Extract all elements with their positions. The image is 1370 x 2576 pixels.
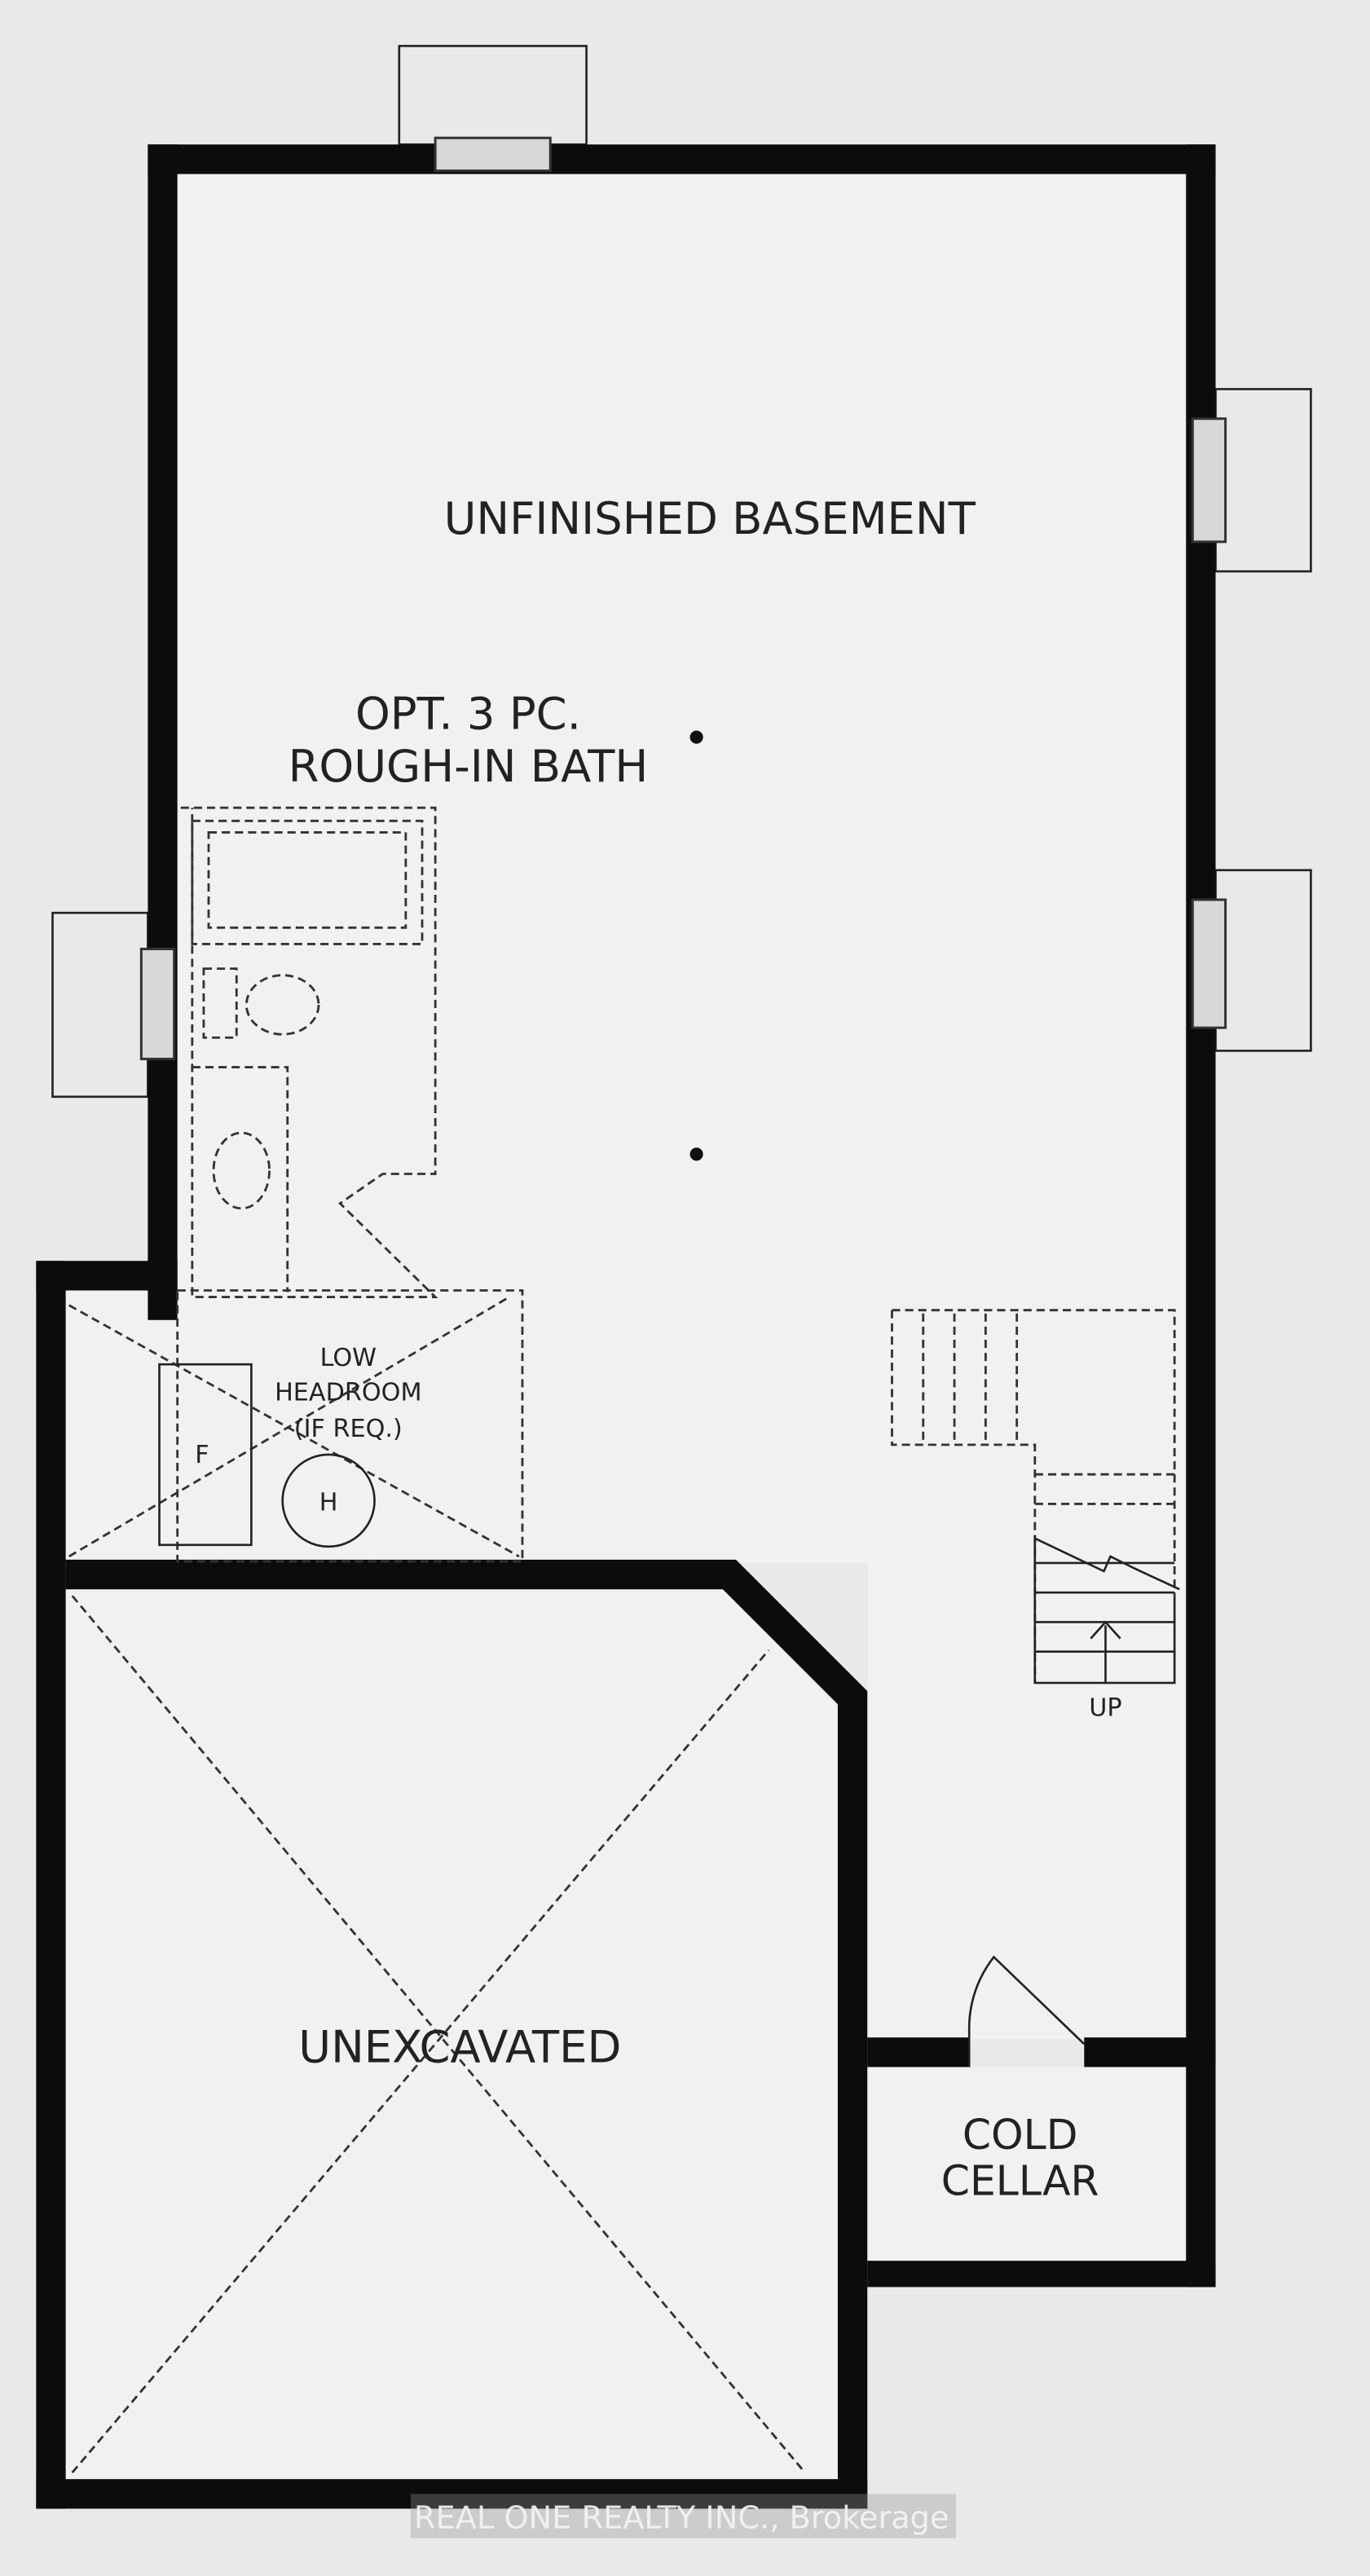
label-low-headroom-2: HEADROOM <box>275 1379 421 1407</box>
staircase <box>891 1309 1180 1684</box>
label-rough-in-1: OPT. 3 PC. <box>355 689 581 740</box>
label-cold-cellar-1: COLD <box>963 2111 1078 2159</box>
watermark-backdrop <box>410 2494 957 2539</box>
label-unfinished-basement: UNFINISHED BASEMENT <box>444 493 976 544</box>
water-heater <box>281 1453 376 1548</box>
label-stairs-up: UP <box>1089 1693 1121 1722</box>
label-cold-cellar-2: CELLAR <box>941 2157 1099 2205</box>
furnace <box>158 1363 253 1547</box>
room-labels: UNFINISHED BASEMENT OPT. 3 PC. ROUGH-IN … <box>195 493 1121 2205</box>
room-floors <box>65 174 1190 2480</box>
rough-in-bath-fixtures <box>180 806 438 1298</box>
column-post <box>689 1147 703 1161</box>
up-arrow-icon <box>1090 1620 1121 1684</box>
label-unexcavated: UNEXCAVATED <box>298 2021 621 2072</box>
label-heater: H <box>319 1488 338 1517</box>
unexcavated-cross <box>71 1595 806 2473</box>
label-low-headroom-3: (IF REQ.) <box>294 1415 403 1443</box>
low-headroom-area <box>68 1289 524 1563</box>
windows <box>139 136 1227 1060</box>
label-rough-in-2: ROUGH-IN BATH <box>289 741 649 792</box>
watermark: REAL ONE REALTY INC., Brokerage <box>414 2500 949 2537</box>
cold-cellar-door <box>967 1955 1086 2067</box>
label-low-headroom-1: LOW <box>320 1344 377 1372</box>
column-post <box>689 730 703 744</box>
label-furnace: F <box>195 1441 209 1469</box>
